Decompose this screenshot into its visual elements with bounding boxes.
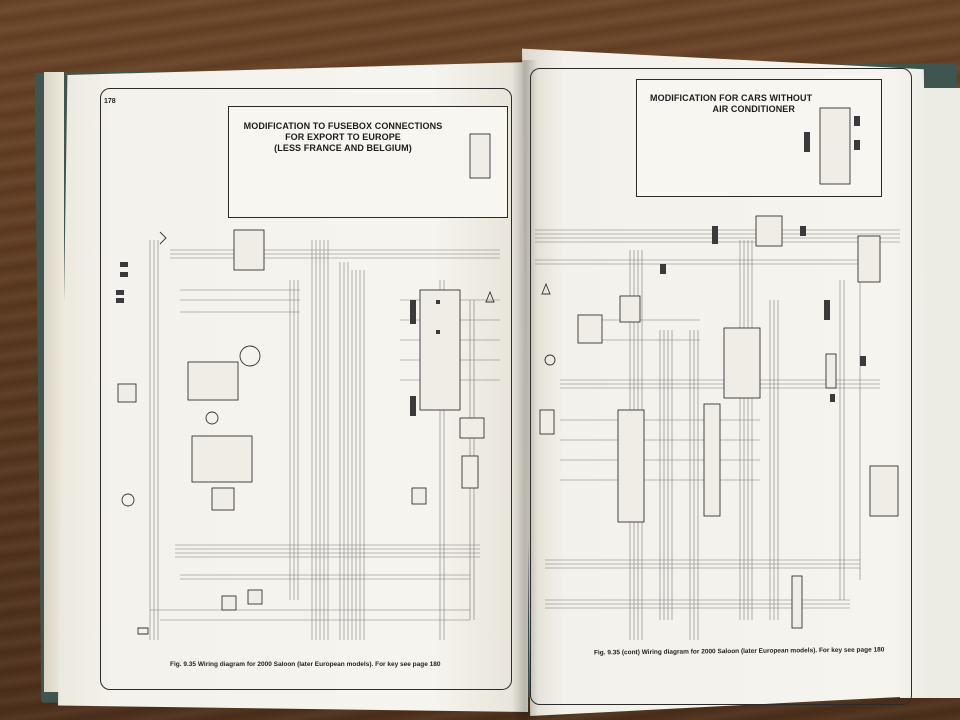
right-inset-title: MODIFICATION FOR CARS WITHOUT AIR CONDIT…	[650, 93, 813, 115]
left-inset-title-line-1: MODIFICATION TO FUSEBOX CONNECTIONS	[243, 121, 443, 131]
left-page-number: 178	[104, 98, 116, 105]
left-inset-title-line-2: FOR EXPORT TO EUROPE	[285, 132, 401, 142]
left-inset-title-line-3: (LESS FRANCE AND BELGIUM)	[274, 143, 412, 153]
left-inset-title: MODIFICATION TO FUSEBOX CONNECTIONS FOR …	[238, 121, 448, 154]
left-figure-caption: Fig. 9.35 Wiring diagram for 2000 Saloon…	[170, 661, 441, 668]
left-diagram-frame	[100, 88, 512, 690]
right-inset-title-line-1: MODIFICATION FOR CARS WITHOUT	[650, 93, 813, 103]
left-inset-box	[228, 106, 508, 218]
right-diagram-frame	[530, 68, 912, 705]
book-gutter	[512, 60, 538, 720]
book-page-edges	[44, 72, 64, 692]
right-inset-title-line-2: AIR CONDITIONER	[712, 104, 795, 114]
